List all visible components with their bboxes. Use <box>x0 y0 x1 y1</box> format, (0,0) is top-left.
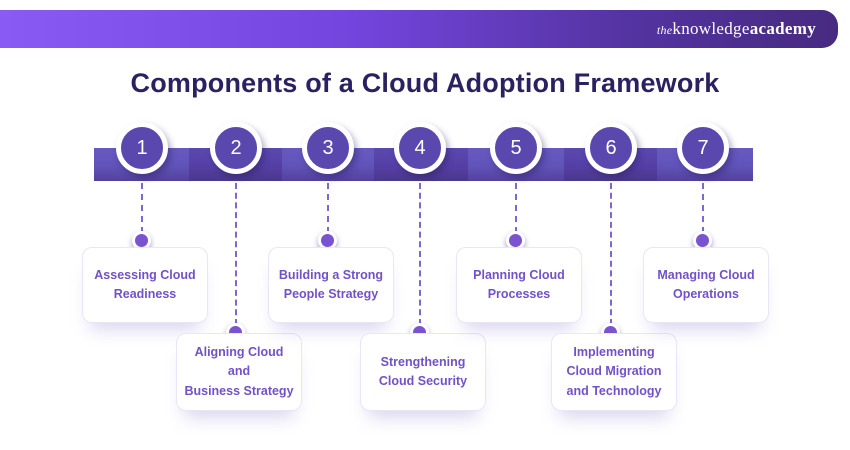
connector-dashed-line <box>610 183 612 325</box>
step-label-line: Building a Strong <box>278 267 384 282</box>
connector-dashed-line <box>327 183 329 233</box>
step-circle: 2 <box>210 122 262 174</box>
page-title: Components of a Cloud Adoption Framework <box>130 68 720 98</box>
logo-academy: academy <box>749 19 816 38</box>
step-number: 7 <box>697 136 709 159</box>
step-number: 2 <box>230 136 242 159</box>
step-circle: 7 <box>677 122 729 174</box>
step-circle: 6 <box>585 122 637 174</box>
step-label-line: Planning Cloud <box>473 267 565 282</box>
step-circle: 3 <box>302 122 354 174</box>
step-label-line: Implementing <box>573 344 655 359</box>
step-label-line: Cloud Security <box>378 374 468 388</box>
header-band: theknowledgeacademy <box>0 10 838 48</box>
step-circle: 1 <box>116 122 168 174</box>
step-label-line: Readiness <box>113 287 177 301</box>
step-label-line: Business Strategy <box>184 383 294 398</box>
step-number: 1 <box>136 136 148 159</box>
connector-dashed-line <box>419 183 421 325</box>
step-label-line: Managing Cloud <box>657 267 755 282</box>
step-label-line: Processes <box>487 287 551 301</box>
step-circle: 4 <box>394 122 446 174</box>
connector-dashed-line <box>515 183 517 233</box>
step-label-line: Operations <box>673 287 739 301</box>
step-label-line: Aligning Cloud and <box>194 344 284 379</box>
step-label-line: and Technology <box>566 383 662 398</box>
step-label-line: Cloud Migration <box>566 364 662 379</box>
step-number: 4 <box>414 136 426 159</box>
connector-dashed-line <box>141 183 143 233</box>
step-label-line: Assessing Cloud <box>94 267 196 282</box>
logo-the: the <box>656 23 673 37</box>
step-label-line: People Strategy <box>283 287 379 301</box>
step-number: 3 <box>322 136 334 159</box>
step-circle: 5 <box>490 122 542 174</box>
step-number: 6 <box>605 136 617 159</box>
step-label-line: Strengthening <box>380 354 466 369</box>
connector-dashed-line <box>235 183 237 325</box>
connector-dashed-line <box>702 183 704 233</box>
brand-logo: theknowledgeacademy <box>657 19 816 39</box>
logo-knowledge: knowledge <box>672 19 750 38</box>
step-number: 5 <box>510 136 522 159</box>
